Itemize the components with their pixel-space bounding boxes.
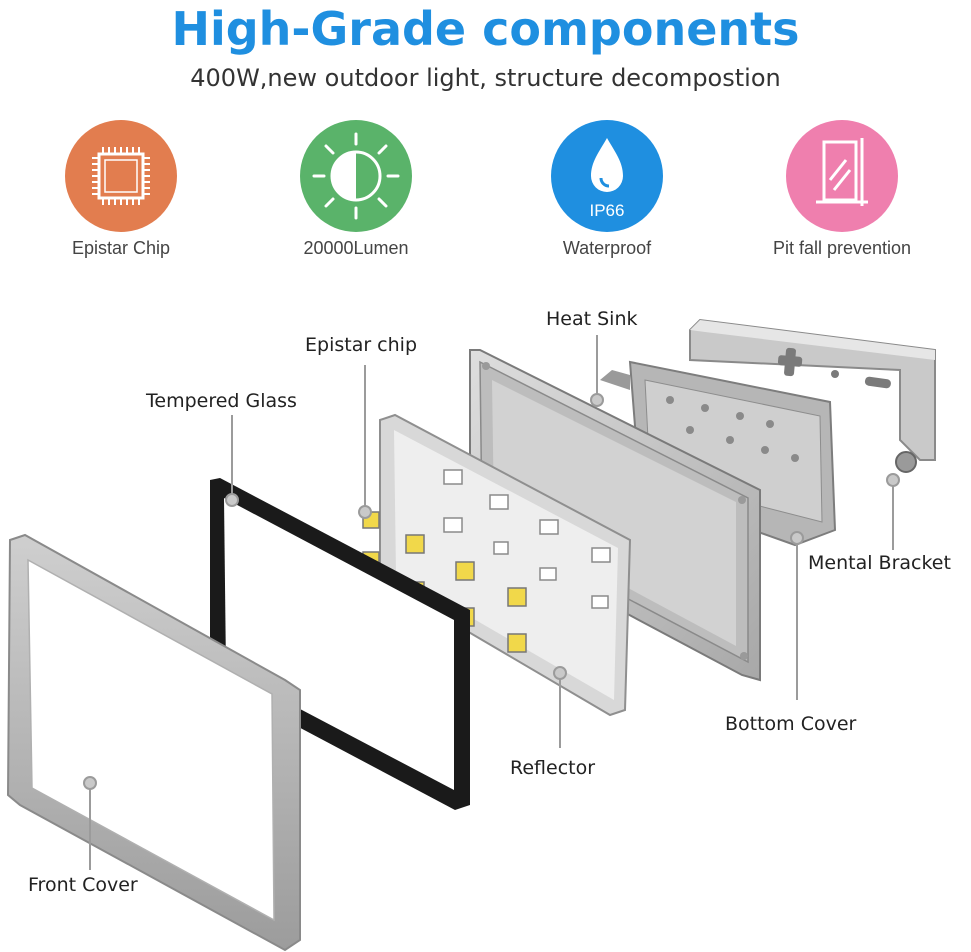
callout-epistar-chip: Epistar chip [305,334,418,356]
leader-dot [358,505,372,519]
leader-dot [553,666,567,680]
water-drop-icon: IP66 [551,120,663,232]
page-subtitle: 400W,new outdoor light, structure decomp… [190,64,781,92]
feature-label: Waterproof [562,238,652,258]
mental-bracket-part [689,318,936,473]
leader-dot [83,776,97,790]
leader-dot [790,531,804,545]
leader-dot [886,473,900,487]
exploded-diagram [6,318,936,952]
feature-pit-fall: Pit fall prevention [742,120,942,259]
pit-fall-icon [786,120,898,232]
sun-half-icon [300,120,412,232]
feature-label: Epistar Chip [71,238,171,258]
feature-label: 20000Lumen [303,238,409,258]
callout-front-cover: Front Cover [28,874,138,896]
chip-icon [65,120,177,232]
ip66-badge: IP66 [590,201,625,220]
heat-sink-part [469,349,761,682]
callout-bottom-cover: Bottom Cover [725,713,857,735]
feature-epistar-chip: Epistar Chip [21,120,221,259]
tempered-glass-part [210,478,470,810]
callout-heat-sink: Heat Sink [546,308,638,330]
feature-label: Pit fall prevention [772,238,912,258]
feature-waterproof: IP66 Waterproof [507,120,707,259]
callout-reflector: Reflector [510,757,596,779]
front-cover-part [6,533,301,952]
callout-mental-bracket: Mental Bracket [808,552,951,574]
callout-tempered-glass: Tempered Glass [146,390,297,412]
leader-dot [590,393,604,407]
leader-dot [225,493,239,507]
feature-lumen: 20000Lumen [256,120,456,259]
page-title: High-Grade components [171,2,800,56]
